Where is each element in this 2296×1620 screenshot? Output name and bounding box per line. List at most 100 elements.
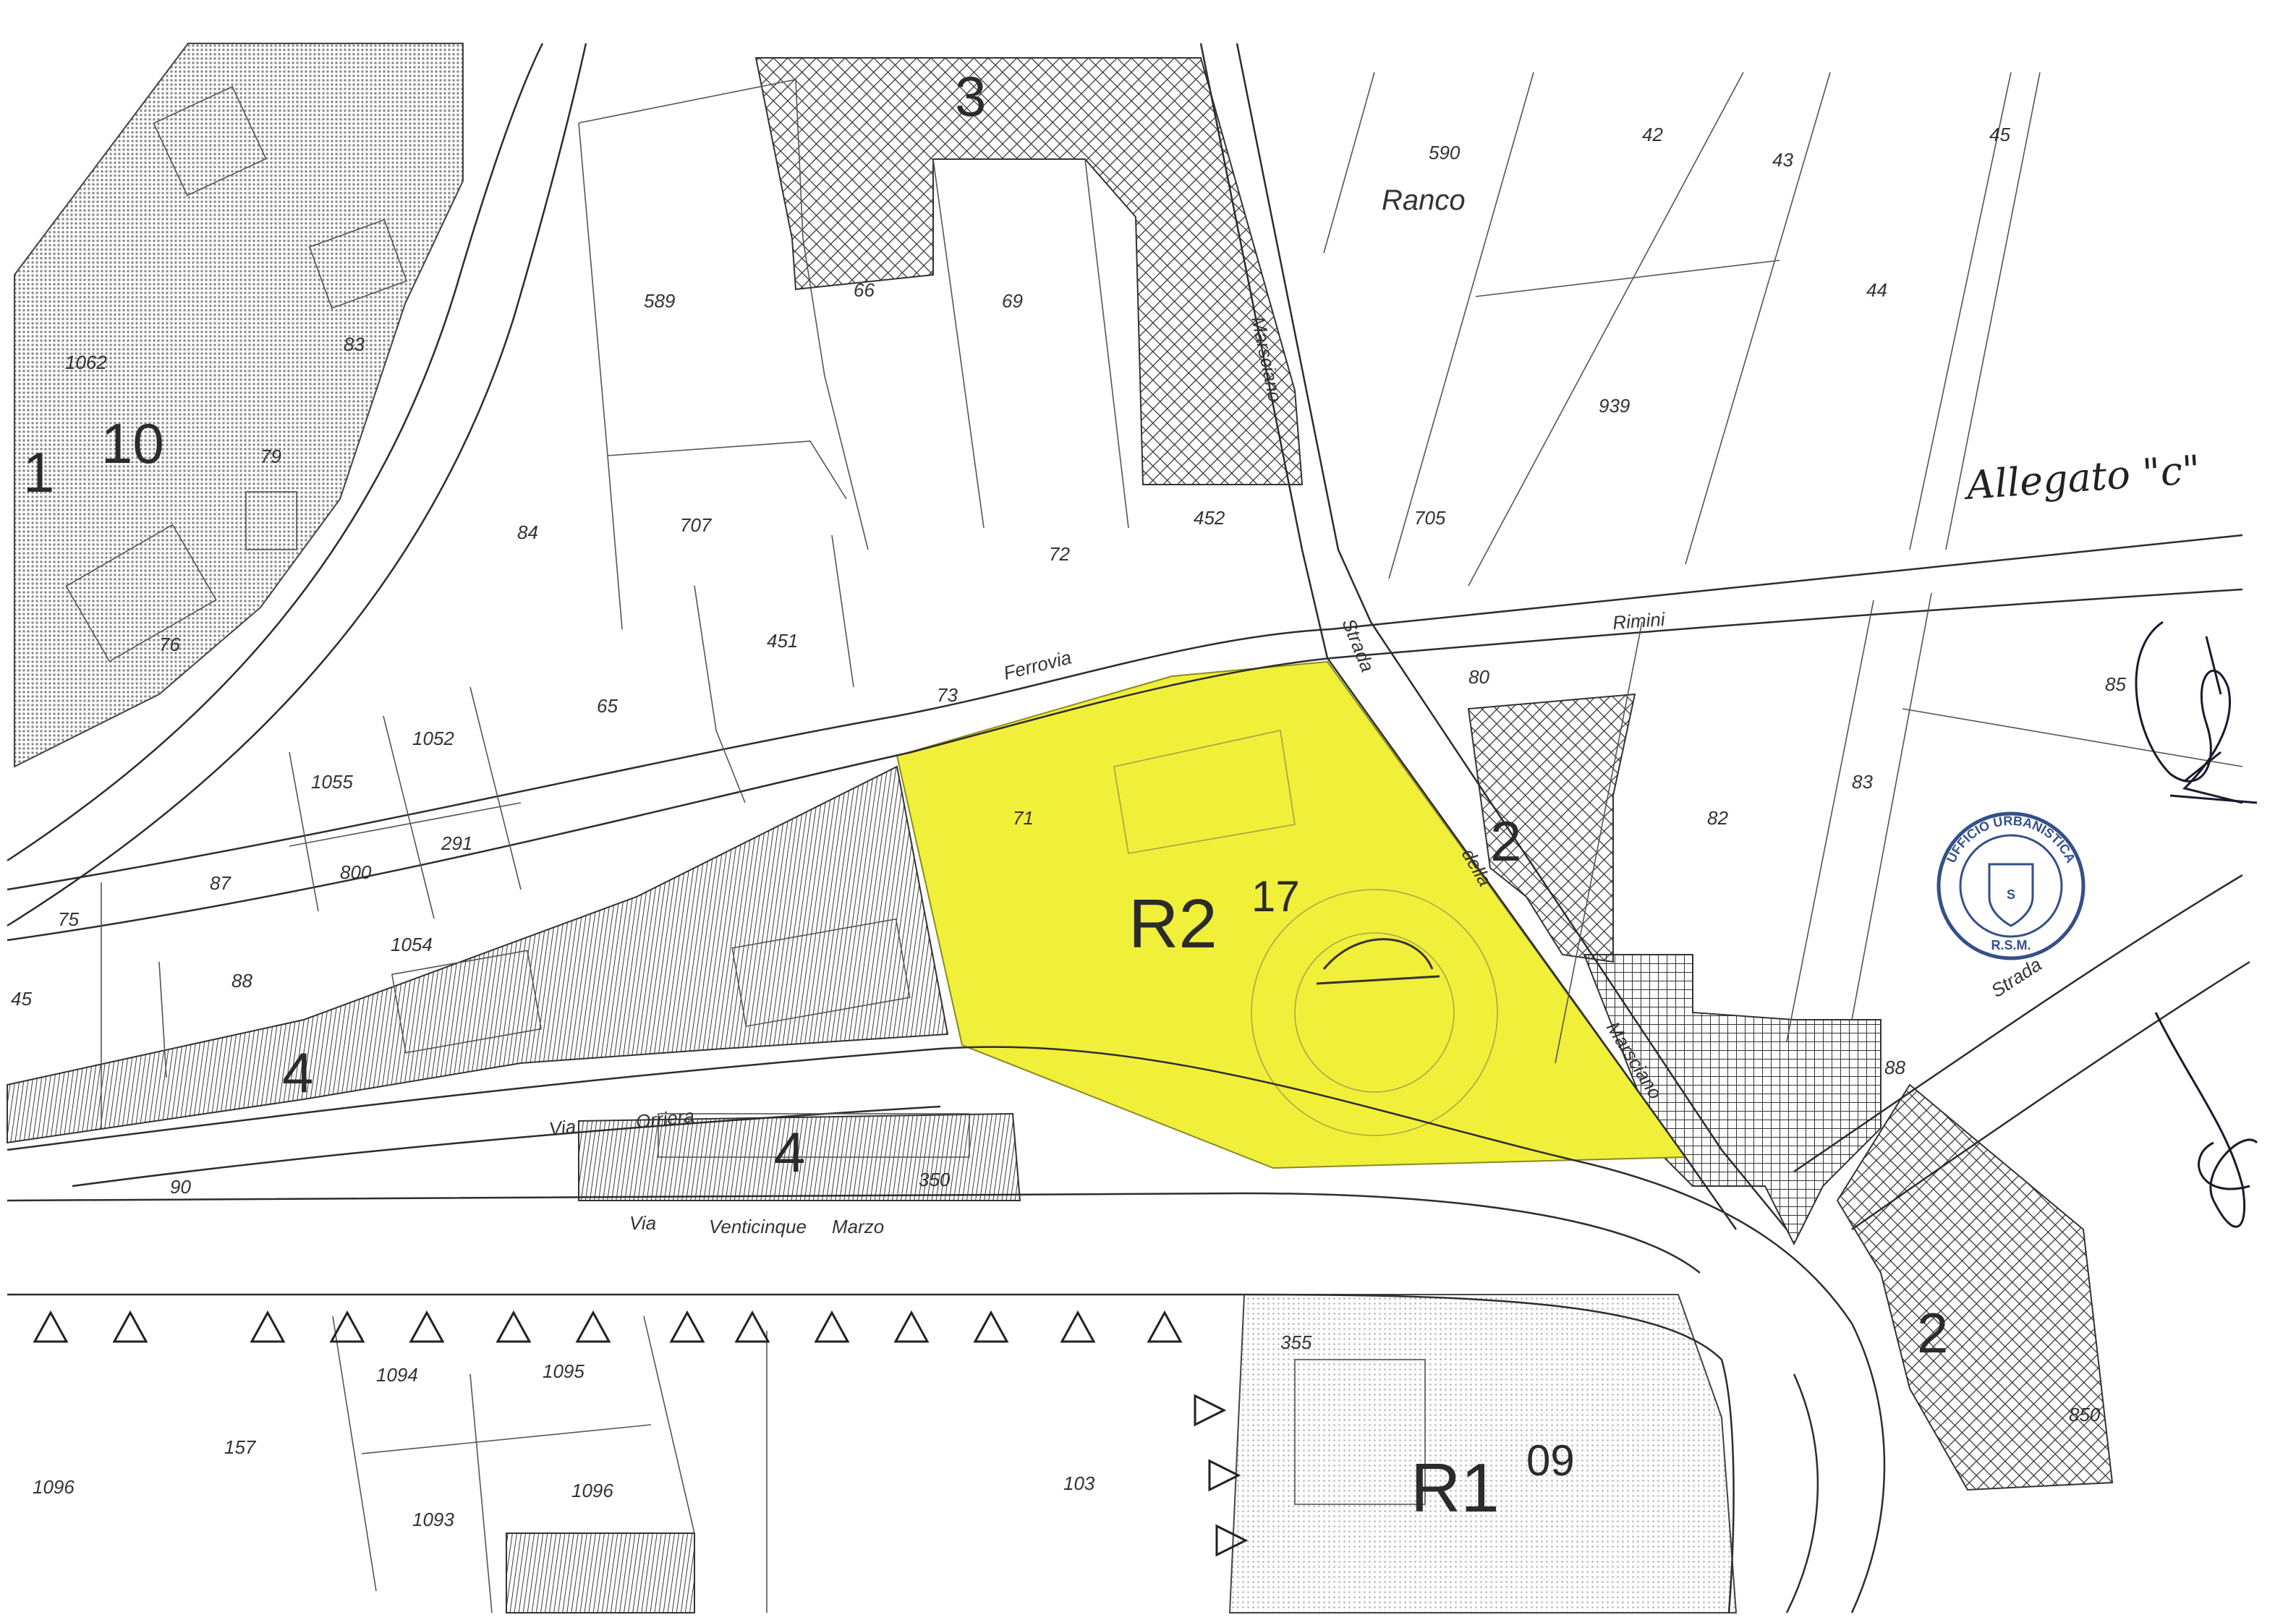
zone-area-4-hatched [7, 765, 1021, 1201]
parcel-number: 1094 [376, 1364, 418, 1386]
parcel-number: 707 [680, 514, 713, 536]
boundary-triangle [669, 1310, 705, 1343]
sector-number: 4 [774, 1120, 805, 1184]
allegato-annotation: Allegato "c" [1962, 447, 2202, 509]
boundary-triangle [973, 1310, 1009, 1343]
parcel-number: 83 [344, 333, 365, 355]
parcel-number-labels: 590 42 43 45 44 939 705 589 66 69 1062 8… [11, 124, 2126, 1530]
boundary-triangle [893, 1310, 930, 1343]
sector-number: 2 [1917, 1301, 1948, 1365]
parcel-number: 451 [767, 630, 798, 652]
parcel-number: 45 [11, 988, 32, 1010]
zone-area-3-hatched [754, 57, 1304, 485]
zone-labels: R2 17 R1 09 1 10 3 2 2 4 4 [23, 64, 1948, 1527]
parcel-number: 75 [58, 908, 79, 930]
parcel-number: 88 [231, 970, 252, 992]
parcel-number: 82 [1707, 807, 1728, 829]
parcel-number: 1052 [412, 728, 454, 749]
sector-number: 2 [1490, 809, 1521, 873]
parcel-number: 90 [170, 1176, 191, 1198]
place-labels: Ranco Allegato "c" [1382, 184, 2202, 508]
street-via-vm-1: Via [629, 1212, 656, 1234]
parcel-number: 705 [1414, 507, 1446, 529]
parcel-number: 157 [224, 1436, 257, 1458]
urbanistica-stamp: UFFICIO URBANISTICA R.S.M. S [1936, 811, 2085, 960]
zone-area-grid-hatched [1583, 954, 1882, 1246]
boundary-triangle [734, 1310, 770, 1343]
parcel-number: 1093 [412, 1509, 454, 1530]
highlighted-zone-number: 17 [1251, 872, 1300, 921]
parcel-boundaries [101, 72, 2243, 1613]
parcel-number: 452 [1194, 507, 1225, 529]
parcel-number: 291 [441, 832, 472, 854]
parcel-number: 590 [1429, 142, 1460, 163]
parcel-number: 45 [1989, 124, 2010, 145]
boundary-triangle [1208, 1459, 1241, 1492]
boundary-triangle [1215, 1524, 1249, 1557]
stamp-center: S [2007, 887, 2015, 902]
boundary-triangle [1060, 1310, 1096, 1343]
parcel-number: 76 [159, 634, 180, 655]
parcel-number: 71 [1013, 807, 1034, 829]
sector-number: 3 [955, 64, 986, 128]
street-via-vm-2: Venticinque [709, 1216, 807, 1237]
boundary-triangle [1147, 1310, 1183, 1343]
parcel-number: 83 [1852, 771, 1873, 793]
parcel-number: 103 [1063, 1472, 1095, 1494]
zone-r1-code: R1 [1411, 1449, 1500, 1527]
parcel-number: 88 [1884, 1057, 1905, 1078]
sector-number: 4 [282, 1041, 313, 1104]
boundary-triangle [33, 1310, 69, 1343]
parcel-number: 1054 [391, 934, 433, 955]
boundary-triangle [1194, 1394, 1227, 1427]
parcel-number: 84 [517, 521, 538, 543]
parcel-number: 87 [210, 872, 231, 894]
parcel-number: 72 [1049, 543, 1070, 565]
boundary-triangle [112, 1310, 148, 1343]
parcel-number: 44 [1866, 279, 1887, 301]
road-network [7, 43, 2250, 1613]
boundary-triangle [329, 1310, 365, 1343]
parcel-number: 1096 [571, 1480, 613, 1501]
boundary-triangles [33, 1310, 1249, 1557]
parcel-number: 66 [854, 279, 875, 301]
parcel-number: 350 [919, 1169, 951, 1190]
zone-r1-number: 09 [1526, 1436, 1575, 1485]
boundary-triangle [575, 1310, 611, 1343]
street-via-orriera-1: Via [548, 1115, 577, 1140]
zone-area-2b-hatched [1836, 1083, 2114, 1491]
parcel-number: 589 [644, 290, 675, 312]
signature-bottom [2154, 1012, 2258, 1228]
zone-area-1-dotted [14, 43, 464, 768]
parcel-number: 73 [937, 684, 958, 706]
parcel-number: 43 [1772, 149, 1793, 171]
parcel-number: 42 [1642, 124, 1663, 145]
building-outlines [65, 85, 1426, 1505]
place-name-ranco: Ranco [1382, 184, 1466, 216]
highlighted-zone-code: R2 [1128, 885, 1217, 963]
street-rimini: Rimini [1612, 608, 1666, 634]
boundary-triangle [409, 1310, 445, 1343]
signature-top [2135, 621, 2258, 804]
parcel-number: 80 [1468, 666, 1489, 688]
zone-area-r1-dotted [506, 1294, 1738, 1613]
parcel-number: 1095 [543, 1360, 584, 1382]
parcel-number: 1055 [311, 771, 353, 793]
boundary-triangle [250, 1310, 286, 1343]
parcel-number: 939 [1599, 395, 1630, 417]
parcel-number: 65 [597, 695, 618, 717]
boundary-triangle [814, 1310, 850, 1343]
stamp-text-top: UFFICIO URBANISTICA [1944, 814, 2078, 865]
parcel-number: 355 [1280, 1331, 1312, 1353]
stamp-text-bottom: R.S.M. [1991, 938, 2031, 952]
parcel-number: 85 [2105, 673, 2126, 695]
street-via-vm-3: Marzo [832, 1216, 884, 1237]
parcel-number: 69 [1002, 290, 1023, 312]
parcel-number: 850 [2069, 1404, 2101, 1425]
parcel-number: 800 [340, 861, 372, 883]
boundary-triangle [496, 1310, 532, 1343]
sector-number: 10 [101, 412, 164, 475]
sector-number: 1 [23, 440, 54, 504]
parcel-number: 79 [260, 446, 281, 467]
